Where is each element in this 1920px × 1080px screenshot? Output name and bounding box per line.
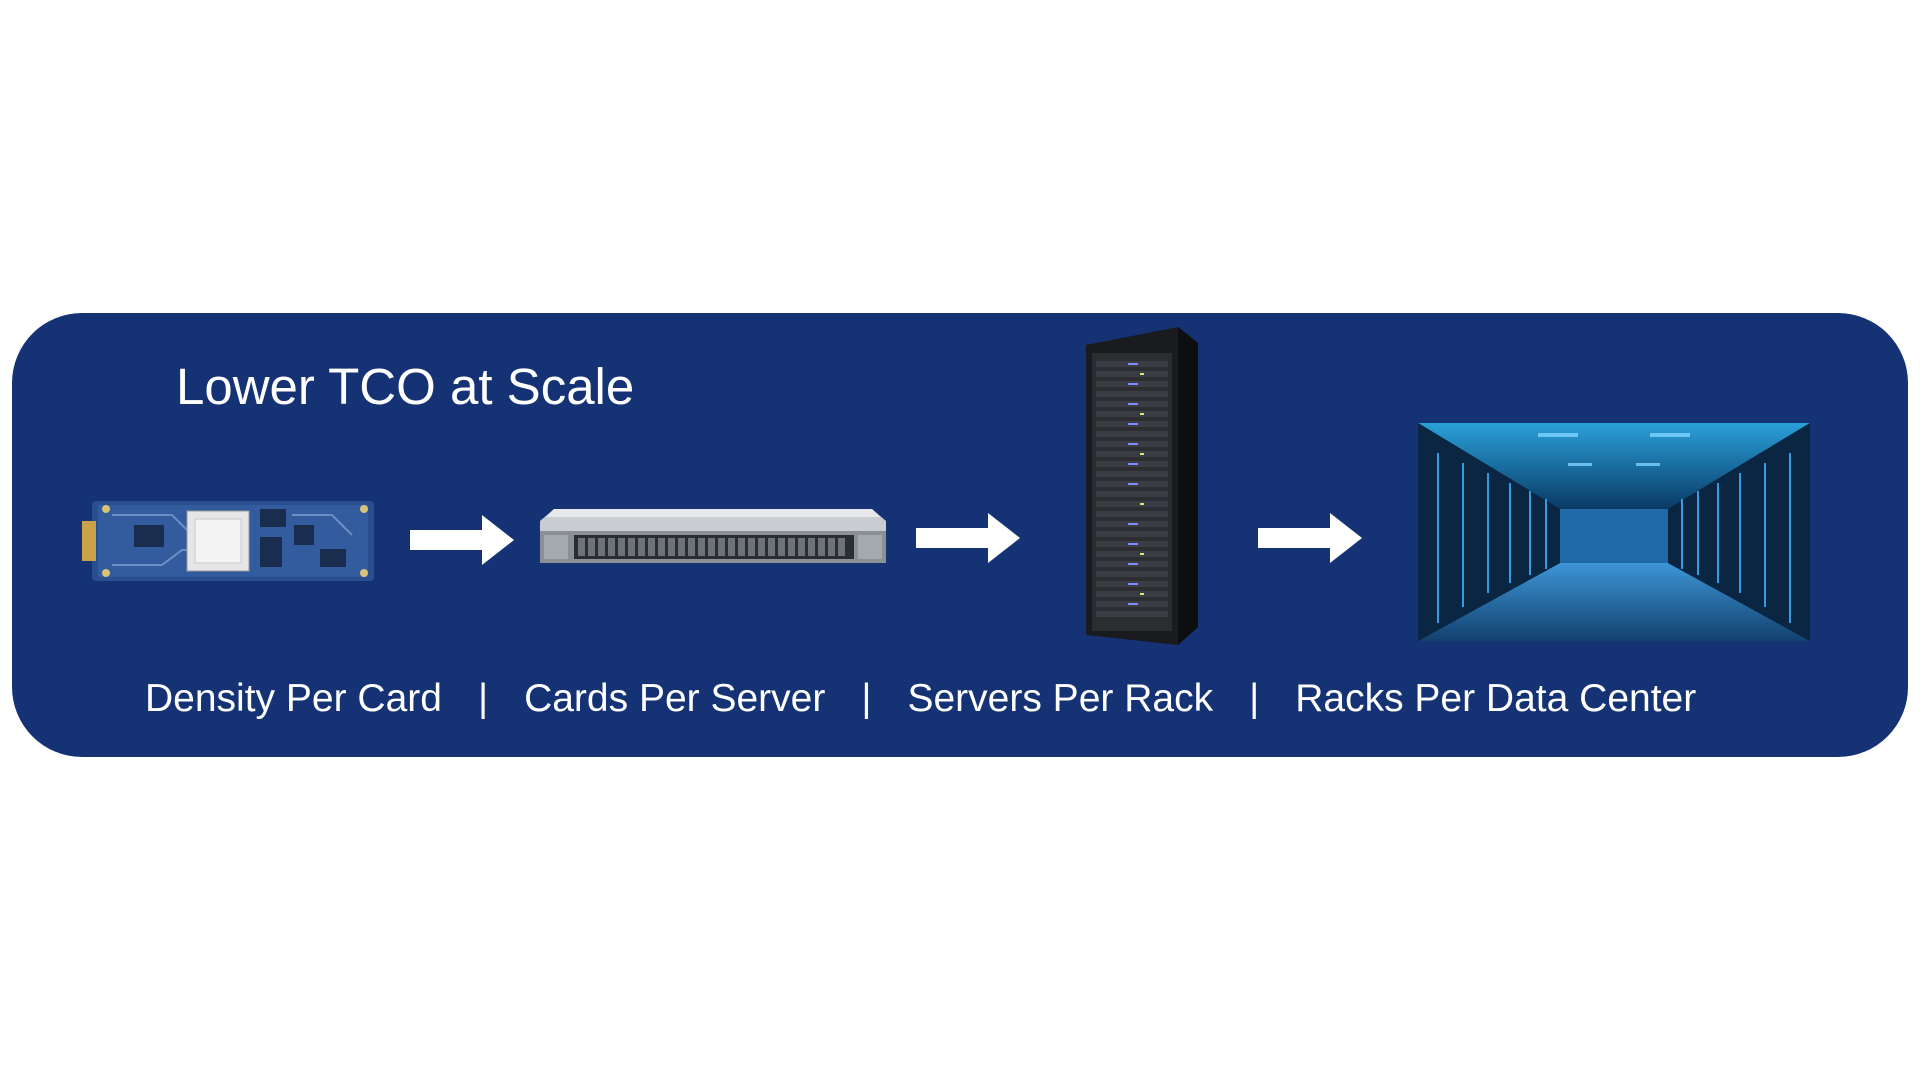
tco-banner: Lower TCO at Scale — [12, 313, 1908, 757]
arrow-right-icon — [916, 513, 1020, 563]
label-separator: | — [477, 677, 489, 720]
label-density-per-card: Density Per Card — [145, 677, 442, 720]
label-servers-per-rack: Servers Per Rack — [907, 677, 1214, 720]
label-racks-per-data-center: Racks Per Data Center — [1295, 677, 1697, 720]
label-separator: | — [1249, 677, 1260, 720]
server-rack-cabinet-image — [1086, 327, 1198, 645]
stage-labels: Density Per Card | Cards Per Server | Server… — [145, 677, 1696, 721]
arrow-right-icon — [410, 515, 514, 565]
rack-server-image — [540, 509, 886, 563]
data-center-aisle-image — [1418, 423, 1810, 641]
banner-title: Lower TCO at Scale — [176, 358, 635, 415]
accelerator-card-image — [82, 501, 374, 581]
label-separator: | — [861, 677, 872, 720]
label-cards-per-server: Cards Per Server — [524, 677, 826, 720]
arrow-right-icon — [1258, 513, 1362, 563]
